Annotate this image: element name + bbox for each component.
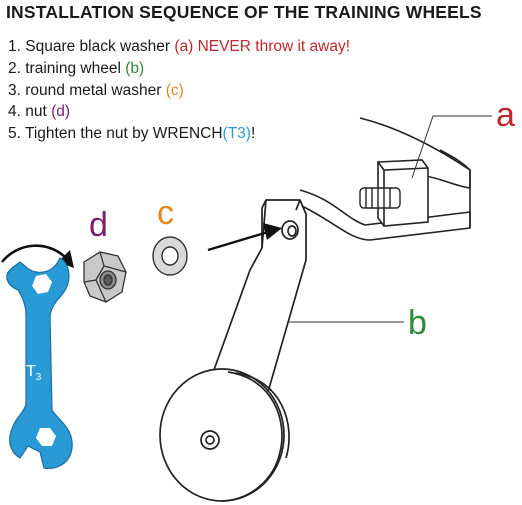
step-1: 1. Square black washer (a) NEVER throw i… bbox=[8, 38, 351, 55]
instruction-list: 1. Square black washer (a) NEVER throw i… bbox=[8, 36, 350, 145]
step-5-ref: (T3) bbox=[222, 125, 251, 143]
round-washer-c bbox=[152, 236, 188, 276]
square-washer-a bbox=[377, 159, 429, 227]
step-5: 5. Tighten the nut by WRENCH(T3)! bbox=[8, 125, 256, 143]
training-wheel-bracket-b bbox=[205, 199, 307, 393]
step-2: 2. training wheel (b) bbox=[8, 59, 145, 77]
step-3: 3. round metal washer (c) bbox=[8, 81, 184, 99]
callout-a: a bbox=[496, 96, 515, 134]
wrench-label: T3 bbox=[26, 363, 42, 384]
step-4: 4. nut (d) bbox=[8, 103, 71, 121]
wrench-t3 bbox=[6, 257, 73, 469]
insert-arrow bbox=[207, 223, 282, 252]
page-title: INSTALLATION SEQUENCE OF THE TRAINING WH… bbox=[6, 2, 482, 22]
step-1-ref: (a) NEVER throw it away! bbox=[174, 38, 351, 55]
bike-frame-dropout bbox=[299, 117, 471, 241]
nut-d bbox=[83, 251, 127, 303]
axle-bolt bbox=[359, 187, 401, 209]
callout-c: c bbox=[157, 194, 174, 232]
training-wheel bbox=[159, 368, 290, 502]
step-3-ref: (c) bbox=[165, 81, 184, 99]
callout-d: d bbox=[89, 206, 108, 244]
step-2-ref: (b) bbox=[125, 59, 145, 77]
step-4-ref: (d) bbox=[51, 103, 71, 121]
callout-b: b bbox=[408, 304, 427, 342]
